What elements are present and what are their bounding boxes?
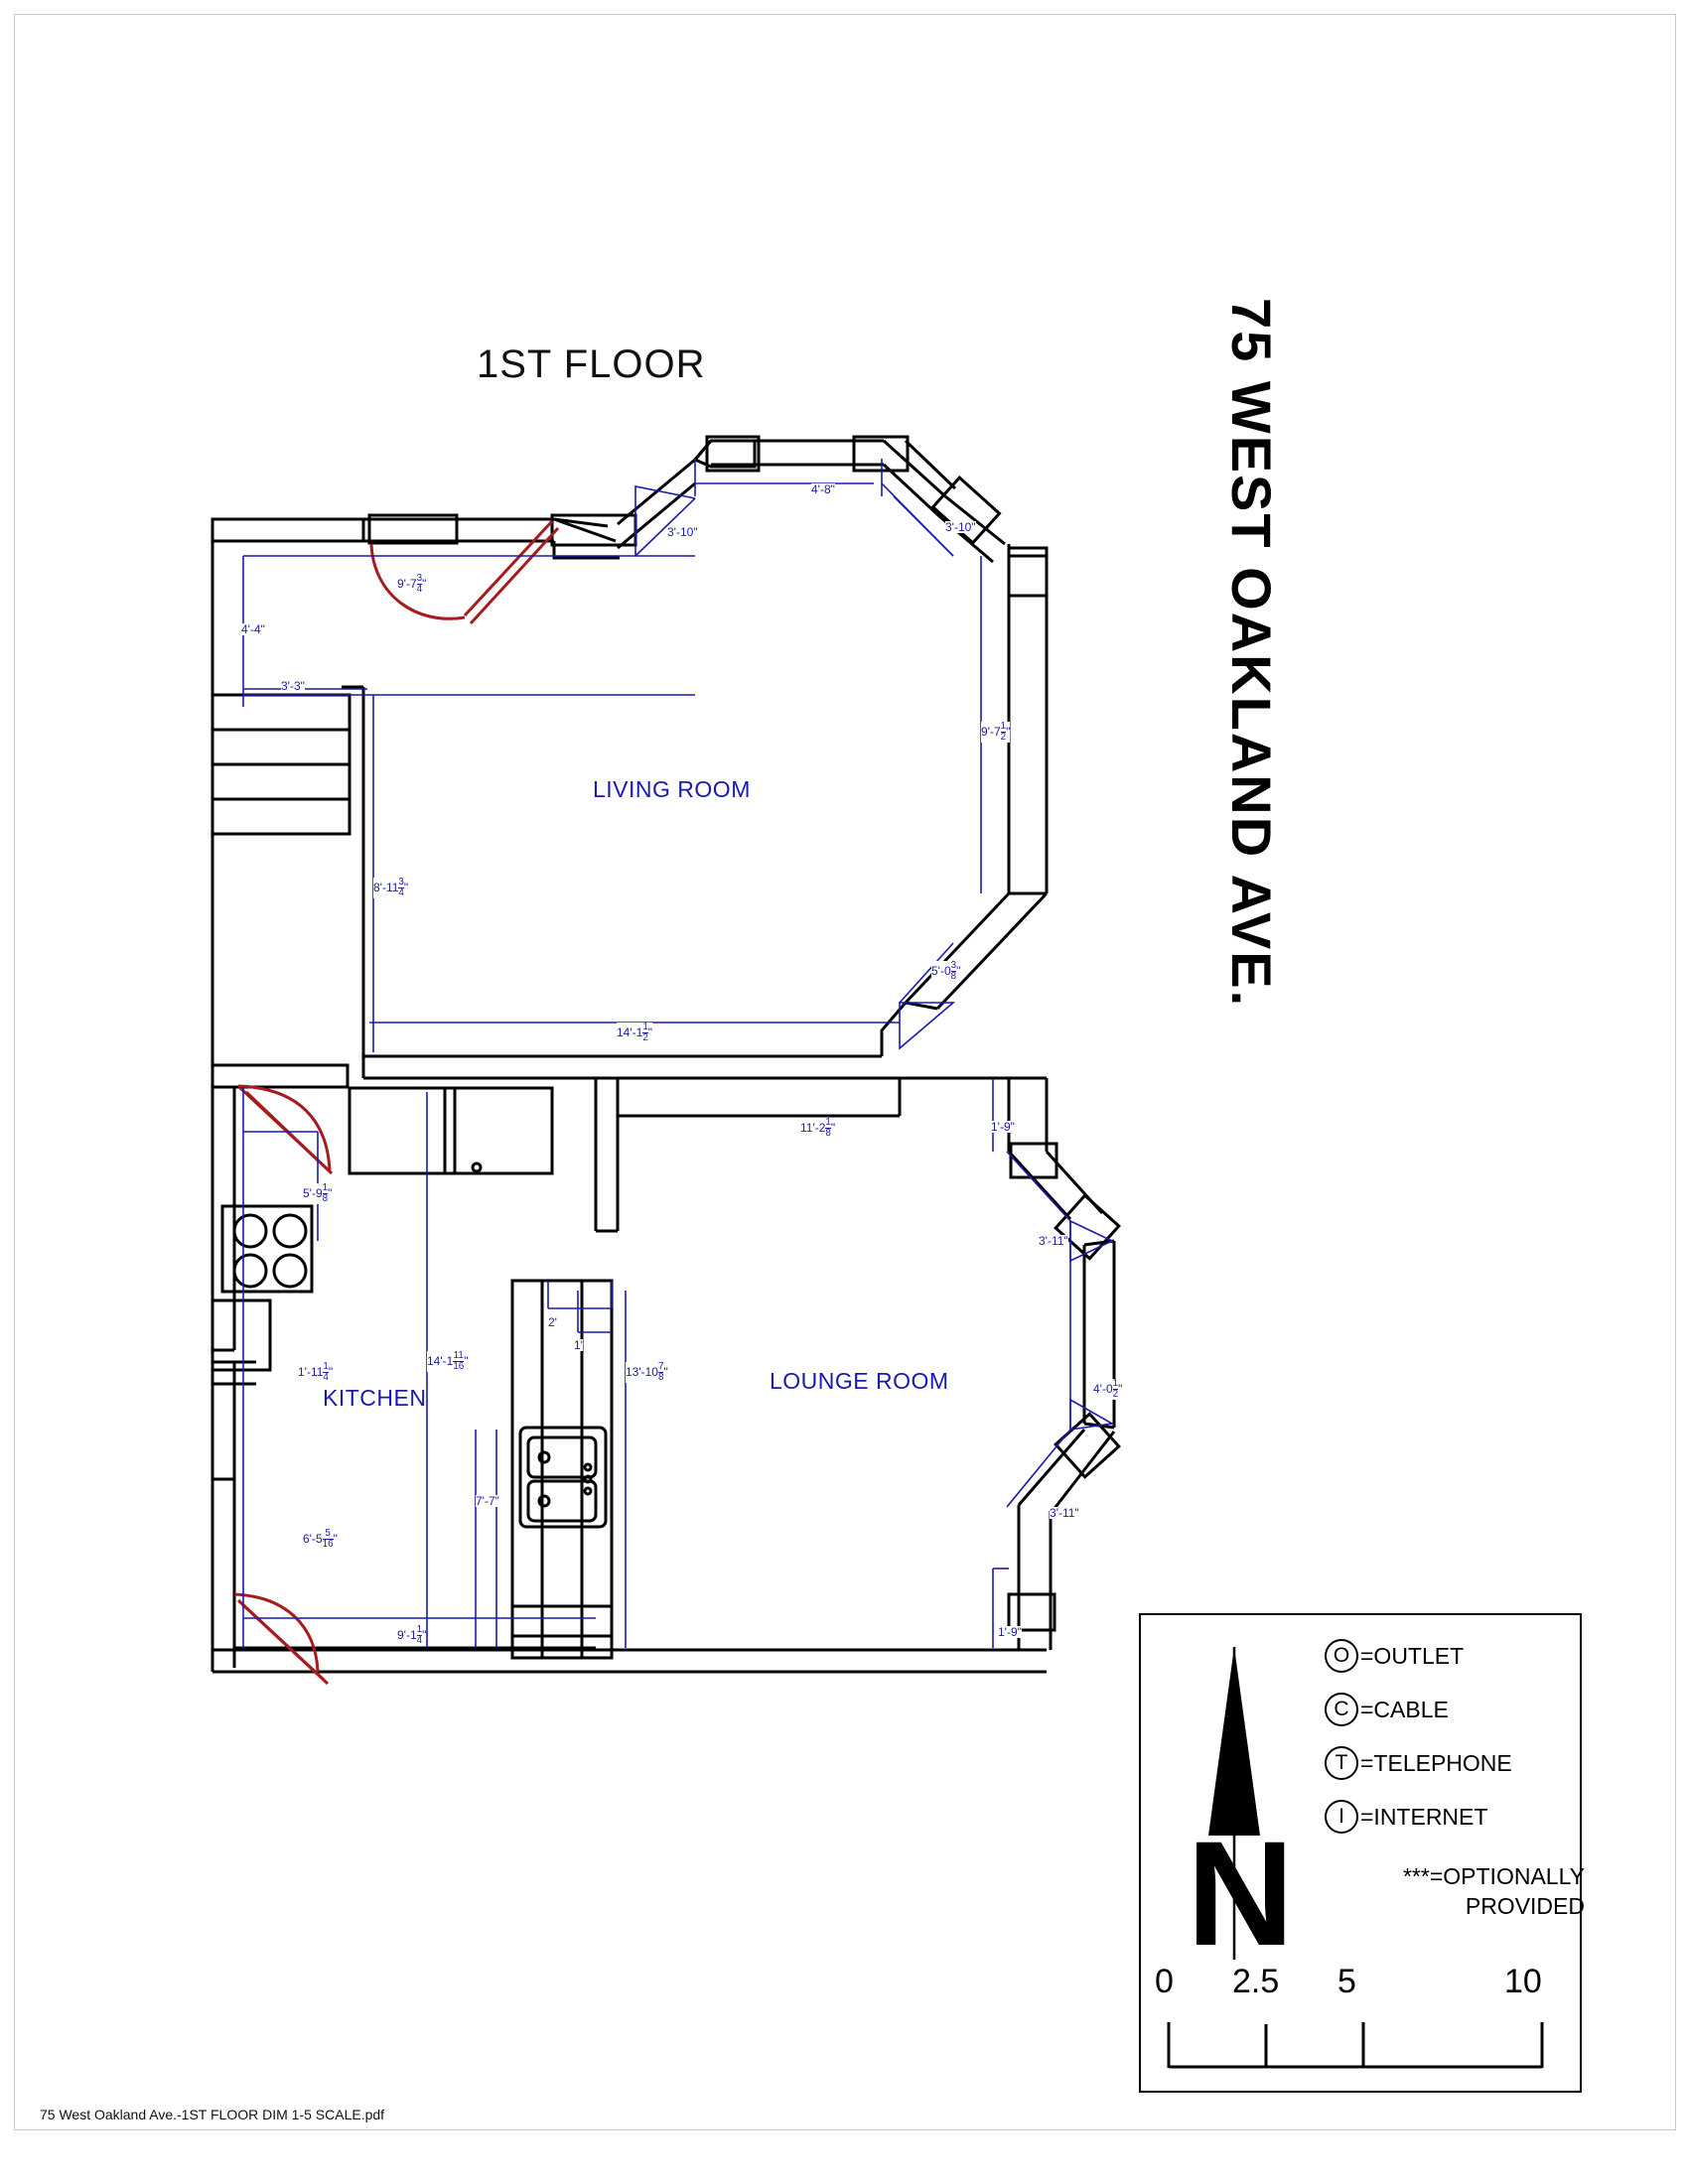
dimension-label: 3'-11" — [1050, 1506, 1079, 1520]
dimension-lines — [242, 459, 1115, 1648]
dimension-label: 4'-4" — [241, 622, 265, 636]
legend-panel: N O =OUTLET C =CABLE T =TELEPHONE I =INT… — [1139, 1613, 1585, 2093]
room-label-lounge-room: LOUNGE ROOM — [770, 1368, 949, 1394]
dimension-label: 4'-8" — [811, 482, 835, 496]
legend-item-cable: C =CABLE — [1325, 1683, 1583, 1736]
telephone-circle-icon: T — [1325, 1746, 1358, 1780]
legend-note-line1: ***=OPTIONALLY — [1402, 1863, 1585, 1889]
dimension-label: 3'-3" — [281, 679, 305, 693]
internet-circle-icon: I — [1325, 1800, 1358, 1834]
legend-item-telephone: T =TELEPHONE — [1325, 1736, 1583, 1790]
dimension-label: 1'-9" — [991, 1120, 1015, 1134]
scale-bar: 0 2.5 5 10 — [1155, 1963, 1567, 2080]
legend-label-telephone: =TELEPHONE — [1360, 1749, 1512, 1776]
outlet-circle-icon: O — [1325, 1639, 1358, 1673]
legend-item-outlet: O =OUTLET — [1325, 1629, 1583, 1683]
cable-circle-icon: C — [1325, 1693, 1358, 1726]
wall-outlines — [211, 435, 1121, 1674]
dimension-label: 2' — [548, 1315, 557, 1329]
legend-note-line2: PROVIDED — [1465, 1893, 1585, 1919]
scale-tick-label-0: 0 — [1155, 1963, 1174, 2000]
legend-label-cable: =CABLE — [1360, 1696, 1449, 1722]
scale-tick-label-5: 5 — [1337, 1963, 1356, 2000]
dimension-label: 3'-10" — [945, 520, 976, 534]
scale-bar-graphic — [1167, 2022, 1544, 2069]
legend-item-list: O =OUTLET C =CABLE T =TELEPHONE I =INTER… — [1325, 1629, 1583, 1843]
dimension-label: 1' — [574, 1338, 583, 1352]
address-title: 75 WEST OAKLAND AVE. — [1220, 298, 1283, 1009]
legend-label-internet: =INTERNET — [1360, 1803, 1488, 1830]
legend-item-internet: I =INTERNET — [1325, 1790, 1583, 1843]
scale-tick-label-2-5: 2.5 — [1232, 1963, 1280, 2000]
room-label-living-room: LIVING ROOM — [593, 776, 751, 802]
dimension-label: 3'-10" — [667, 525, 698, 539]
dimension-label: 3'-11" — [1039, 1234, 1068, 1248]
dimension-label: 1'-9" — [998, 1625, 1022, 1639]
room-label-kitchen: KITCHEN — [323, 1385, 427, 1411]
floor-title: 1ST FLOOR — [477, 342, 706, 386]
scale-tick-label-10: 10 — [1504, 1963, 1542, 2000]
north-arrow-icon: N — [1187, 1647, 1294, 1965]
dimension-label: 7'-7" — [476, 1494, 499, 1508]
file-caption: 75 West Oakland Ave.-1ST FLOOR DIM 1-5 S… — [40, 2107, 385, 2122]
legend-optional-note: ***=OPTIONALLY PROVIDED — [1325, 1861, 1585, 1921]
legend-label-outlet: =OUTLET — [1360, 1642, 1465, 1669]
svg-text:N: N — [1187, 1810, 1294, 1965]
